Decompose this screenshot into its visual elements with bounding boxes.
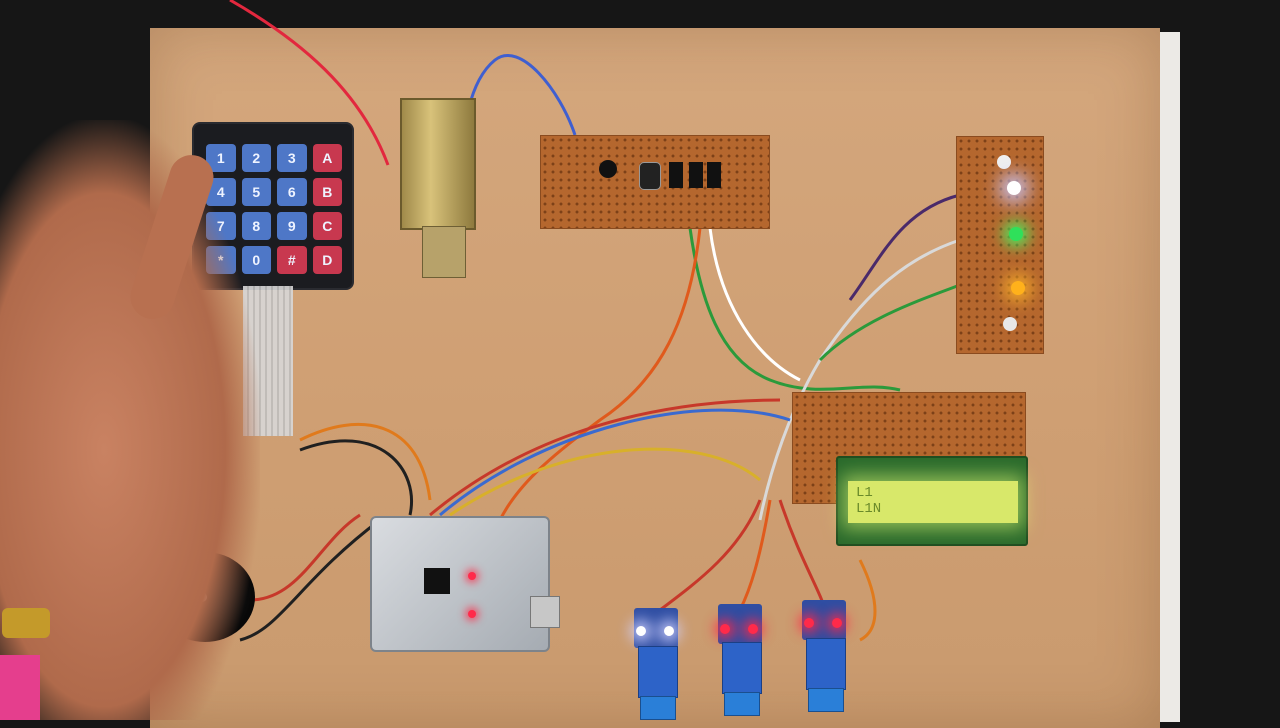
relay-body xyxy=(722,642,762,694)
relay-indicator-led xyxy=(720,624,730,634)
sleeve xyxy=(0,655,40,720)
keypad-key-b[interactable]: B xyxy=(312,178,342,206)
keypad-key-9[interactable]: 9 xyxy=(277,212,307,240)
keypad-key-a[interactable]: A xyxy=(312,144,342,172)
relay-indicator-led xyxy=(636,626,646,636)
led-yellow-on xyxy=(1011,281,1025,295)
voltage-regulator xyxy=(689,162,703,188)
keypad-key-c[interactable]: C xyxy=(312,212,342,240)
relay-indicator-led xyxy=(804,618,814,628)
capacitor xyxy=(639,162,661,190)
keypad-key-hash[interactable]: # xyxy=(277,246,307,274)
led-green-on xyxy=(1009,227,1023,241)
usb-port xyxy=(530,596,560,628)
relay-body xyxy=(806,638,846,690)
fuse-holder xyxy=(599,160,617,178)
relay-module-1 xyxy=(634,608,678,720)
keypad-key-6[interactable]: 6 xyxy=(277,178,307,206)
relay-module-3 xyxy=(802,600,846,712)
relay-indicator-led xyxy=(748,624,758,634)
wrist-watch xyxy=(2,608,50,638)
lcd-line-1: L1 xyxy=(856,485,873,501)
transformer-mount xyxy=(422,226,466,278)
relay-terminal xyxy=(640,696,676,720)
keypad-key-d[interactable]: D xyxy=(312,246,342,274)
lcd-screen: L1 L1N xyxy=(848,481,1018,523)
led-indicator-pcb xyxy=(956,136,1044,354)
relay-body xyxy=(638,646,678,698)
status-led xyxy=(468,572,476,580)
voltage-regulator xyxy=(707,162,721,188)
led-off xyxy=(997,155,1011,169)
led-white-on xyxy=(1007,181,1021,195)
status-led xyxy=(468,610,476,618)
relay-terminal xyxy=(808,688,844,712)
relay-indicator-led xyxy=(664,626,674,636)
microcontroller-chip xyxy=(424,568,450,594)
arduino-board xyxy=(370,516,560,652)
led-off xyxy=(1003,317,1017,331)
transformer xyxy=(400,98,476,230)
keypad-key-3[interactable]: 3 xyxy=(277,144,307,172)
lcd-line-2: L1N xyxy=(856,501,882,517)
power-supply-pcb xyxy=(540,135,770,229)
relay-module-2 xyxy=(718,604,762,716)
relay-terminal xyxy=(724,692,760,716)
voltage-regulator xyxy=(669,162,683,188)
relay-indicator-led xyxy=(832,618,842,628)
